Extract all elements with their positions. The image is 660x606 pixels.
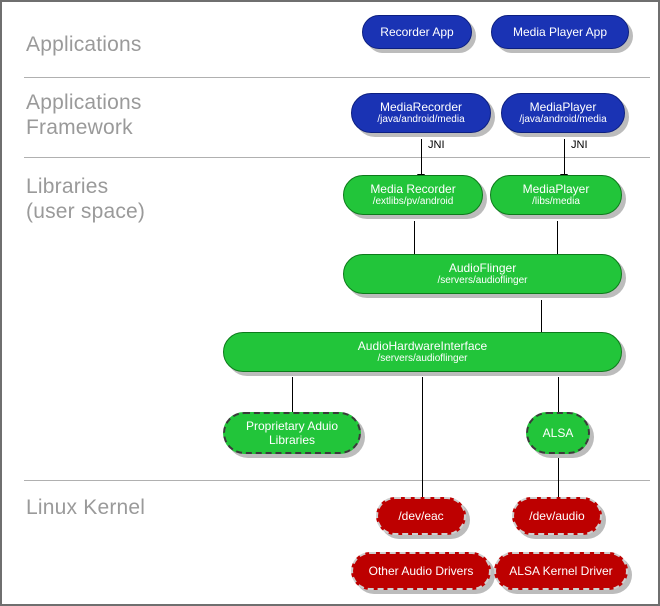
node-media-player-app[interactable]: Media Player App [491,15,629,49]
connector-mediarecorder-jni [421,139,422,177]
node-other-audio-drivers[interactable]: Other Audio Drivers [351,552,491,590]
connector-mediarecorder-lib-audioflinger [414,221,415,259]
layer-label-applications: Applications [26,33,142,56]
connector-alsa-dev-audio [558,457,559,501]
node-mediaplayer-library-path: /libs/media [532,196,580,207]
node-mediaplayer-library-title: MediaPlayer [522,182,590,196]
node-recorder-app[interactable]: Recorder App [362,15,472,49]
node-dev-audio-title: /dev/audio [529,509,585,523]
node-media-recorder-library-path: /extlibs/pv/android [372,196,454,207]
node-alsa[interactable]: ALSA [526,412,590,454]
separator-linux-kernel [24,480,650,481]
connector-ahi-alsa [558,377,559,415]
layer-label-applications-framework: Applications Framework [26,91,142,139]
connector-ahi-dev-eac [422,377,423,501]
node-media-player-app-title: Media Player App [512,24,608,39]
node-audioflinger[interactable]: AudioFlinger /servers/audioflinger [343,254,622,294]
layer-label-libraries: Libraries (user space) [26,175,146,223]
connector-mediaplayer-lib-audioflinger [557,221,558,259]
node-audiohardwareinterface[interactable]: AudioHardwareInterface /servers/audiofli… [223,332,622,372]
node-alsa-kernel-driver[interactable]: ALSA Kernel Driver [494,552,628,590]
node-dev-audio[interactable]: /dev/audio [512,497,602,535]
node-alsa-kernel-driver-title: ALSA Kernel Driver [509,564,613,578]
node-proprietary-audio-libraries-line1: Proprietary Aduio [245,419,339,433]
node-media-recorder-library[interactable]: Media Recorder /extlibs/pv/android [343,175,483,215]
node-recorder-app-title: Recorder App [380,24,454,39]
connector-mediaplayer-jni [564,139,565,177]
separator-applications-framework [24,157,650,158]
node-mediaplayer-framework-path: /java/android/media [519,114,607,125]
connector-audioflinger-audiohardwareinterface [541,300,542,338]
node-dev-eac-title: /dev/eac [398,509,444,523]
jni-label-left: JNI [428,139,445,151]
node-mediarecorder-framework[interactable]: MediaRecorder /java/android/media [351,93,491,133]
node-mediaplayer-framework[interactable]: MediaPlayer /java/android/media [501,93,625,133]
connector-ahi-proprietary-libs [292,377,293,415]
node-mediarecorder-framework-path: /java/android/media [377,114,465,125]
node-mediaplayer-library[interactable]: MediaPlayer /libs/media [490,175,622,215]
node-alsa-title: ALSA [542,426,574,440]
node-audiohardwareinterface-path: /servers/audioflinger [377,353,468,364]
node-proprietary-audio-libraries[interactable]: Proprietary Aduio Libraries [223,412,361,454]
node-media-recorder-library-title: Media Recorder [370,182,456,196]
layer-label-linux-kernel: Linux Kernel [26,496,146,519]
node-dev-eac[interactable]: /dev/eac [376,497,466,535]
node-other-audio-drivers-title: Other Audio Drivers [368,564,474,578]
node-mediarecorder-framework-title: MediaRecorder [379,100,463,114]
separator-applications [24,77,650,78]
node-audiohardwareinterface-title: AudioHardwareInterface [357,339,488,353]
node-audioflinger-title: AudioFlinger [448,261,517,275]
node-mediaplayer-framework-title: MediaPlayer [529,100,597,114]
node-audioflinger-path: /servers/audioflinger [437,275,528,286]
jni-label-right: JNI [571,139,588,151]
node-proprietary-audio-libraries-line2: Libraries [268,433,316,447]
